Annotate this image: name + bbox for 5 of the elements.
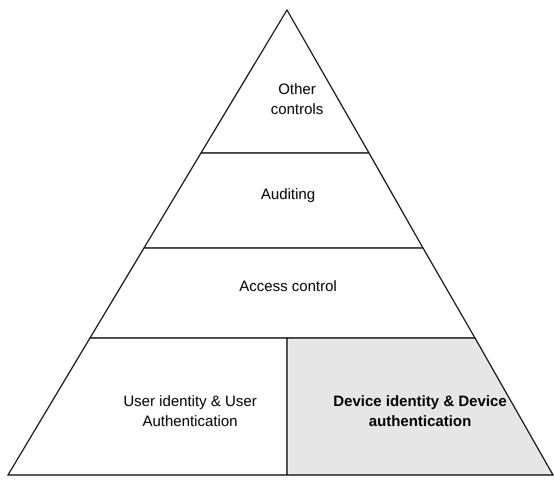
tier-label: Access control [238, 277, 338, 297]
tier-label: User identity & User Authentication [122, 392, 258, 432]
tier-label: Device identity & Device authentication [332, 392, 508, 432]
tier-label: Auditing [260, 185, 316, 205]
tier-label: Other controls [270, 80, 324, 120]
